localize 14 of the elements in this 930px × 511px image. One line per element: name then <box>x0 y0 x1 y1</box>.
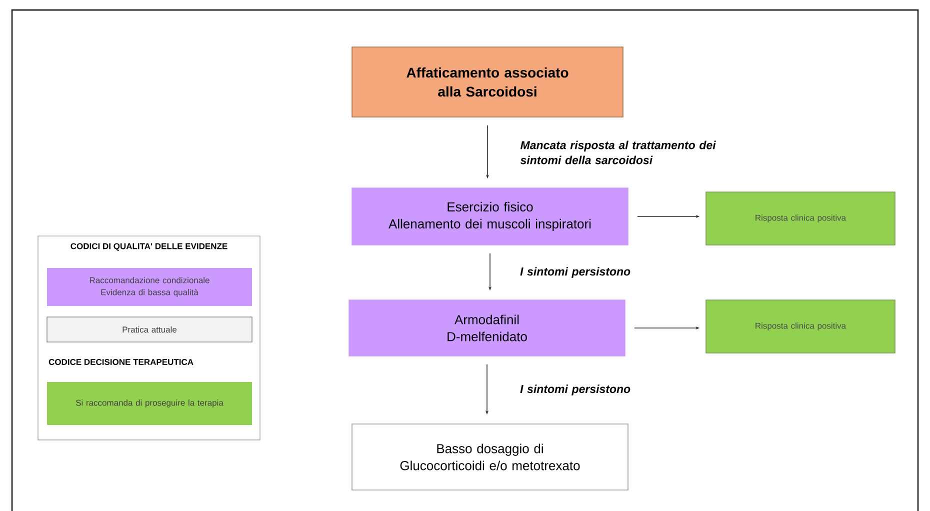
legend-heading: CODICI DI QUALITA' DELLE EVIDENZE <box>70 243 228 251</box>
edge-label: I sintomi persistono <box>520 384 630 396</box>
legend-heading: CODICE DECISIONE TERAPEUTICA <box>48 358 194 365</box>
process-box: Esercizio fisico Allenamento dei muscoli inspiratori <box>352 188 628 246</box>
process-box: Armodafinil D-melfenidato <box>348 300 626 356</box>
legend-text: Raccomandazione condizionale Evidenza di bassa qualità <box>90 277 210 297</box>
edge-label: Mancata risposta al trattamento dei sintomi della sarcoidosi <box>520 140 716 164</box>
outcome-box: Risposta clinica positiva <box>706 192 896 246</box>
outcome-box: Risposta clinica positiva <box>706 300 896 354</box>
legend-text: Pratica attuale <box>122 326 177 333</box>
process-box: Basso dosaggio di Glucocorticoidi e/o metotrexato <box>352 424 628 490</box>
legend-text: Si raccomanda di proseguire la terapia <box>76 400 224 408</box>
edge-label: I sintomi persistono <box>520 267 630 278</box>
start-box: Affaticamento associato alla Sarcoidosi <box>352 46 624 118</box>
